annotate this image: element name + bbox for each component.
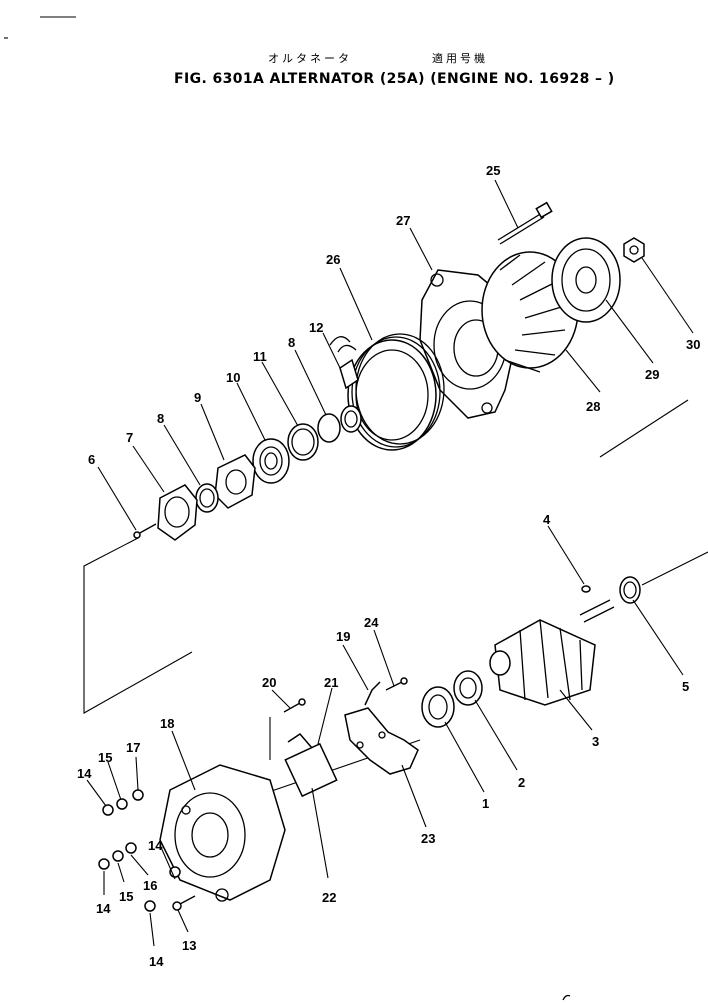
callout-8: 8 [157, 411, 164, 426]
callout-18: 18 [160, 716, 174, 731]
callout-16: 16 [143, 878, 157, 893]
callout-27: 27 [396, 213, 410, 228]
part-8-ring-upper [340, 405, 362, 433]
figure-title: FIG. 6301A ALTERNATOR (25A) (ENGINE NO. … [174, 71, 615, 87]
part-1-bearing [421, 686, 455, 728]
callout-13: 13 [182, 938, 196, 953]
callout-11: 11 [253, 349, 267, 364]
callout-7: 7 [126, 430, 133, 445]
callout-9: 9 [194, 390, 201, 405]
callout-24: 24 [364, 615, 379, 630]
callout-23: 23 [421, 831, 435, 846]
part-26-stator [329, 333, 445, 451]
callout-1: 1 [482, 796, 489, 811]
part-3-rotor [489, 599, 615, 706]
part-15-washers [112, 798, 128, 862]
part-30-nut [623, 237, 645, 263]
part-6-screw [133, 523, 157, 539]
part-24-screw [385, 677, 408, 691]
part-18-rear-bracket [159, 764, 286, 902]
callout-15-b: 15 [119, 889, 133, 904]
part-9-plate [214, 454, 256, 509]
callout-17: 17 [126, 740, 140, 755]
part-20-screw [283, 698, 306, 713]
part-12-clip [339, 358, 359, 390]
part-4-key [581, 585, 591, 593]
callout-6: 6 [88, 452, 95, 467]
part-21-terminal [287, 733, 313, 749]
part-7-retainer [157, 484, 198, 541]
callout-22: 22 [322, 890, 336, 905]
part-17-nut [132, 789, 144, 801]
part-10-bearing [252, 438, 290, 484]
japanese-applicable-label: 適用号機 [432, 52, 488, 65]
callout-21: 21 [324, 675, 338, 690]
part-25-through-bolt [497, 201, 553, 245]
callout-14-b: 14 [96, 901, 111, 916]
part-13-bolt [172, 895, 196, 911]
callout-19: 19 [336, 629, 350, 644]
page-edge-mark [562, 994, 571, 1001]
callout-14-a: 14 [77, 766, 92, 781]
callout-labels: 1 2 3 4 5 6 7 8 8 9 10 11 12 13 14 14 14… [77, 163, 700, 969]
callout-14-d: 14 [149, 954, 164, 969]
part-8-washer [317, 413, 341, 443]
callout-3: 3 [592, 734, 599, 749]
callout-10: 10 [226, 370, 240, 385]
part-2-bearing [453, 670, 483, 706]
callout-12: 12 [309, 320, 323, 335]
callout-25: 25 [486, 163, 500, 178]
part-23-rectifier [344, 707, 419, 775]
part-22-brush-holder [284, 742, 338, 798]
japanese-part-name: オルタネータ [268, 52, 352, 65]
callout-29: 29 [645, 367, 659, 382]
part-8-ring-lower [195, 483, 219, 513]
callout-14-c: 14 [148, 838, 163, 853]
part-16-washer [125, 842, 137, 854]
part-19-wire [364, 681, 381, 706]
callout-4: 4 [543, 512, 551, 527]
part-5-collar [619, 576, 641, 604]
callout-26: 26 [326, 252, 340, 267]
callout-15-a: 15 [98, 750, 112, 765]
callout-28: 28 [586, 399, 600, 414]
callout-20: 20 [262, 675, 276, 690]
callout-2: 2 [518, 775, 525, 790]
callout-5: 5 [682, 679, 689, 694]
callout-8-upper: 8 [288, 335, 295, 350]
callout-30: 30 [686, 337, 700, 352]
part-29-pulley [551, 237, 621, 323]
leader-lines [86, 179, 694, 947]
